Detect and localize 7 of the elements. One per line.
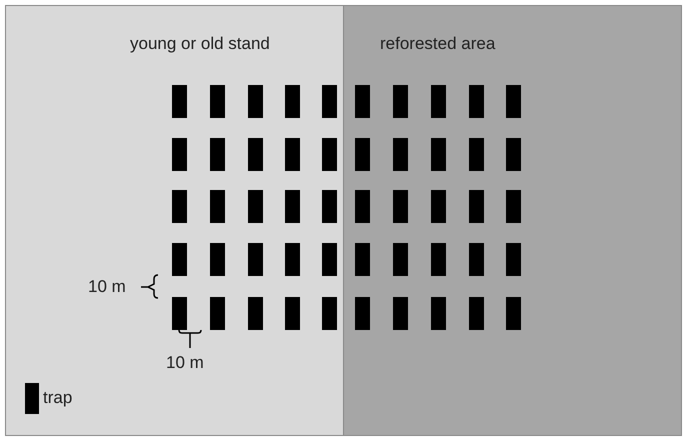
area-title: reforested area: [380, 34, 496, 54]
area-panel: [343, 5, 682, 436]
legend-label: trap: [43, 388, 72, 408]
dimension-label: 10 m: [88, 277, 126, 297]
dimension-label: 10 m: [166, 353, 204, 373]
area-title: young or old stand: [130, 34, 270, 54]
area-panel: [5, 5, 344, 436]
